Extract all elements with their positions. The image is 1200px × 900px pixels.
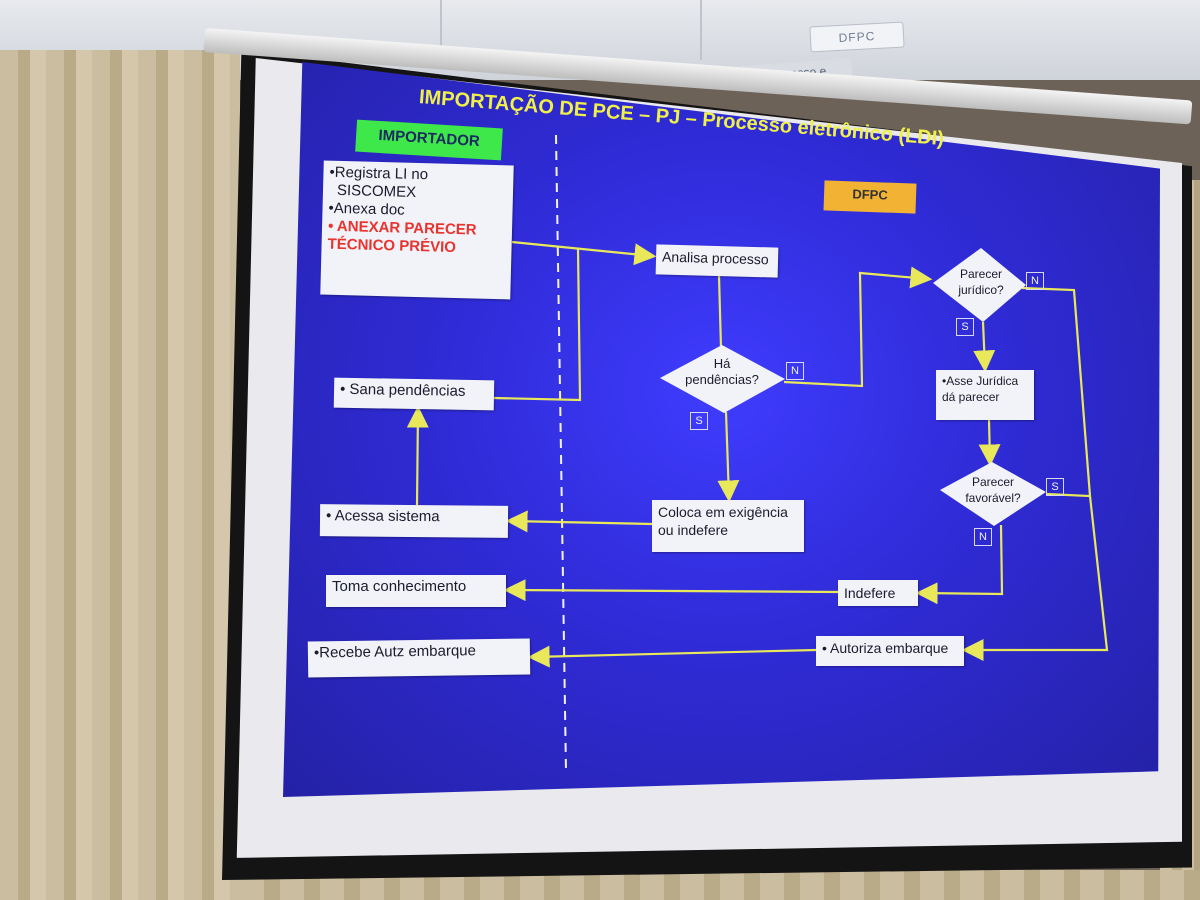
text-parfav-line2: favorável? — [965, 491, 1021, 505]
decision-parecer-favoravel — [940, 462, 1046, 526]
box-autoriza-embarque: • Autoriza embarque — [816, 636, 964, 666]
text-pendencias-line2: pendências? — [685, 372, 759, 387]
box-indefere: Indefere — [838, 580, 918, 606]
tag-n-parecer-juridico: N — [1026, 272, 1044, 290]
text-coloca-line1: Coloca em exigência — [658, 504, 788, 520]
arrow-analisa-to-pendencias — [717, 275, 723, 349]
arrow-pendencias-n-to-parjur — [783, 266, 933, 388]
text-parjur-line1: Parecer — [959, 267, 1003, 281]
text-parjur-line2: jurídico? — [958, 283, 1004, 297]
arrow-pendencias-to-coloca — [717, 411, 740, 503]
lane-label-dfpc: DFPC — [823, 180, 917, 214]
box-analisa-processo: Analisa processo — [655, 244, 779, 278]
text-pendencias: Há pendências? — [672, 356, 772, 388]
text-pendencias-line1: Há — [713, 356, 731, 371]
lane-divider — [555, 134, 567, 773]
text-parecer-favoravel: Parecer favorável? — [946, 474, 1040, 506]
ceiling-tile-line — [440, 0, 442, 60]
text-coloca-line2: ou indefere — [658, 522, 729, 538]
arrow-indefere-to-toma — [503, 579, 841, 602]
arrow-asse-to-parfav — [978, 419, 1001, 467]
arrow-parjur-to-asse — [973, 321, 996, 373]
curtain-left — [0, 50, 240, 900]
tag-n-pendencias: N — [786, 362, 804, 380]
tag-s-parecer-favoravel: S — [1046, 478, 1064, 496]
arrow-parjur-n-line — [1021, 286, 1092, 497]
text-asse-line1: •Asse Jurídica — [942, 374, 1019, 388]
box-registra-li: •Registra LI no SISCOMEX •Anexa doc • AN… — [320, 160, 514, 300]
text-parecer-juridico: Parecer jurídico? — [938, 266, 1024, 298]
arrow-autoriza-to-recebe — [527, 645, 817, 668]
arrow-registra-to-analisa — [511, 240, 657, 266]
tag-s-pendencias: S — [690, 412, 708, 430]
tag-n-parecer-favoravel: N — [974, 528, 992, 546]
decision-pendencias — [660, 345, 785, 413]
text-asse-line2: dá parecer — [942, 390, 1000, 404]
arrow-parfav-n-to-indefere — [915, 524, 1004, 605]
text-parfav-line1: Parecer — [971, 475, 1015, 489]
box-acessa-sistema: • Acessa sistema — [319, 504, 509, 538]
box-toma-conhecimento: Toma conhecimento — [326, 575, 506, 607]
arrow-parfav-s-to-autoriza — [961, 492, 1109, 661]
ceiling-tile-line — [700, 0, 702, 60]
arrow-acessa-to-sana — [406, 405, 429, 506]
arrow-sana-to-analisa — [493, 247, 582, 402]
box-asse-juridica: •Asse Jurídica dá parecer — [936, 370, 1034, 420]
text-anexar-parecer-line2: TÉCNICO PRÉVIO — [327, 235, 457, 257]
decision-parecer-juridico — [933, 248, 1026, 322]
tag-s-parecer-juridico: S — [956, 318, 974, 336]
box-coloca-em-exigencia: Coloca em exigência ou indefere — [652, 500, 804, 552]
box-recebe-autz-embarque: •Recebe Autz embarque — [307, 638, 531, 678]
box-sana-pendencias: • Sana pendências — [333, 377, 495, 411]
arrow-coloca-to-acessa — [505, 510, 653, 533]
